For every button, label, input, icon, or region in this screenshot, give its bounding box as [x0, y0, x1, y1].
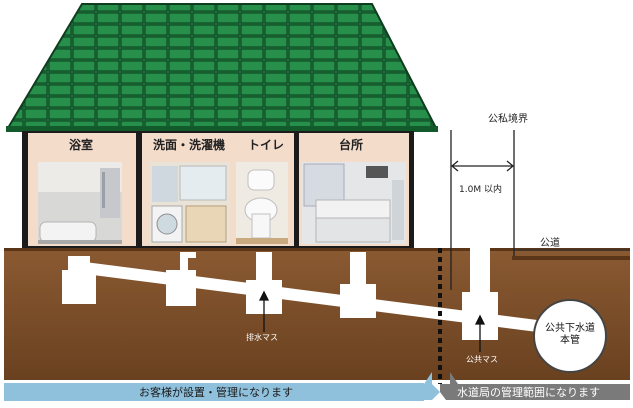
room-kitchen-label: 台所	[339, 138, 364, 152]
distance-label: 1.0M 以内	[459, 185, 502, 195]
bottom-bars	[4, 372, 630, 401]
drain-boxes	[62, 248, 498, 340]
public-road-label: 公道	[540, 238, 560, 249]
washroom-photo	[150, 162, 230, 244]
bath-photo	[38, 162, 122, 244]
main-pipe-label: 公共下水道 本管	[545, 323, 595, 346]
pointer-lines	[258, 290, 486, 352]
drain-box-label: 排水マス	[246, 333, 278, 342]
bureau-range-label: 水道局の管理範囲になります	[457, 386, 600, 399]
customer-range-label: お客様が設置・管理になります	[139, 386, 293, 399]
room-toilet-label: トイレ	[248, 138, 285, 152]
boundary-marker	[450, 130, 515, 290]
drain-pipe	[85, 262, 553, 334]
main-pipe-circle	[533, 299, 607, 373]
public-box-label: 公共マス	[466, 355, 498, 364]
kitchen-photo	[302, 162, 406, 244]
roof	[6, 3, 438, 132]
room-wash-label: 洗面・洗濯機	[153, 138, 226, 152]
boundary-label: 公私境界	[488, 114, 528, 125]
toilet-photo	[236, 162, 288, 244]
room-bath-label: 浴室	[69, 138, 94, 152]
